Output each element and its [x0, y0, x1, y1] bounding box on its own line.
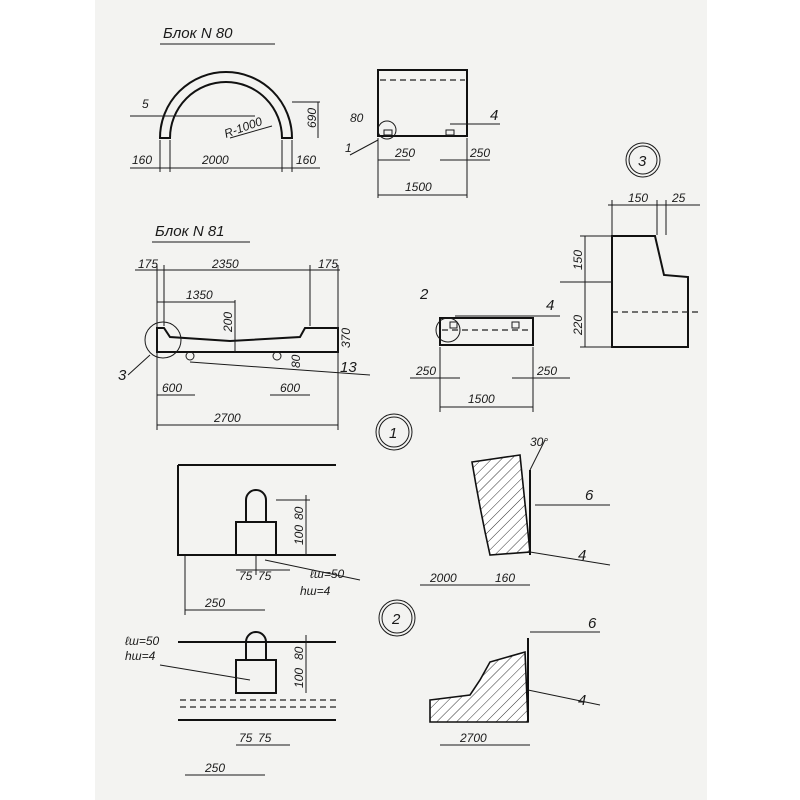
block81-title: Блок N 81	[152, 223, 250, 243]
block81-profile: 175 2350 175 1350 200 370 80 600 600 270…	[118, 257, 371, 430]
dimension-label: Блок N 81	[155, 223, 225, 240]
dimension-label: 4	[578, 547, 586, 564]
dimension-label: 13	[340, 359, 357, 376]
dimension-label: 2700	[459, 731, 487, 745]
dimension-label: 80	[292, 646, 306, 660]
detail1: 1 100 80 75 75 250 ℓш=50 hш=4 2000 160 3…	[177, 413, 611, 615]
paper	[95, 0, 707, 800]
dimension-label: 80	[292, 506, 306, 520]
dimension-label: 690	[305, 108, 319, 128]
block80-side-view: 80 250 250 1500 1 4	[345, 69, 500, 198]
dimension-label: 250	[536, 364, 557, 378]
dimension-label: 3	[118, 367, 127, 384]
block80-title: Блок N 80	[160, 25, 275, 45]
dimension-label: 75	[239, 731, 253, 745]
dimension-label: 160	[495, 571, 515, 585]
block80-arch: 160 2000 160 690 R-1000 5	[130, 71, 320, 172]
dimension-label: 1500	[468, 392, 495, 406]
dimension-label: 3	[638, 153, 647, 170]
dimension-label: 2	[419, 286, 429, 303]
dimension-label: 2700	[213, 411, 241, 425]
dimension-label: 160	[132, 153, 152, 167]
dimension-label: 2	[391, 611, 401, 628]
dimension-label: Блок N 80	[163, 25, 233, 42]
dimension-label: 6	[585, 487, 594, 504]
dimension-label: 370	[339, 328, 353, 348]
dimension-label: 1	[389, 425, 397, 442]
dimension-label: 250	[415, 364, 436, 378]
dimension-label: 25	[671, 191, 686, 205]
dimension-label: 1	[345, 141, 352, 155]
dimension-label: 175	[318, 257, 338, 271]
dimension-label: 80	[350, 111, 364, 125]
detail2: 2 ℓш=50 hш=4 100 80 75 75 250 2700 6 4	[125, 599, 601, 776]
dimension-label: 80	[289, 354, 303, 368]
dimension-label: 1500	[405, 180, 432, 194]
dimension-label: 160	[296, 153, 316, 167]
dimension-label: ℓш=50	[125, 634, 160, 648]
block81-side-view: 250 250 1500 2 4	[410, 286, 570, 412]
dimension-label: 600	[280, 381, 300, 395]
dimension-label: 100	[292, 525, 306, 545]
detail3: 3 150 25 150 220	[560, 142, 700, 348]
dimension-label: hш=4	[300, 584, 331, 598]
dimension-label: 150	[571, 250, 585, 270]
dimension-label: ℓш=50	[310, 567, 345, 581]
dimension-label: 30°	[530, 435, 548, 449]
dimension-label: 150	[628, 191, 648, 205]
dimension-label: 4	[578, 692, 586, 709]
dimension-label: 200	[221, 312, 235, 333]
dimension-label: 2000	[201, 153, 229, 167]
dimension-label: 6	[588, 615, 597, 632]
dimension-label: 220	[571, 315, 585, 336]
dimension-label: 2000	[429, 571, 457, 585]
dimension-label: 250	[469, 146, 490, 160]
dimension-label: 75	[239, 569, 253, 583]
dimension-label: 4	[546, 297, 554, 314]
dimension-label: 100	[292, 668, 306, 688]
dimension-label: 4	[490, 107, 498, 124]
dimension-label: 250	[394, 146, 415, 160]
dimension-label: 1350	[186, 288, 213, 302]
dimension-label: 250	[204, 761, 225, 775]
dimension-label: hш=4	[125, 649, 156, 663]
dimension-label: 175	[138, 257, 158, 271]
dimension-label: 600	[162, 381, 182, 395]
dimension-label: 250	[204, 596, 225, 610]
dimension-label: 2350	[211, 257, 239, 271]
dimension-label: 75	[258, 569, 272, 583]
dimension-label: 75	[258, 731, 272, 745]
dimension-label: 5	[142, 97, 149, 111]
